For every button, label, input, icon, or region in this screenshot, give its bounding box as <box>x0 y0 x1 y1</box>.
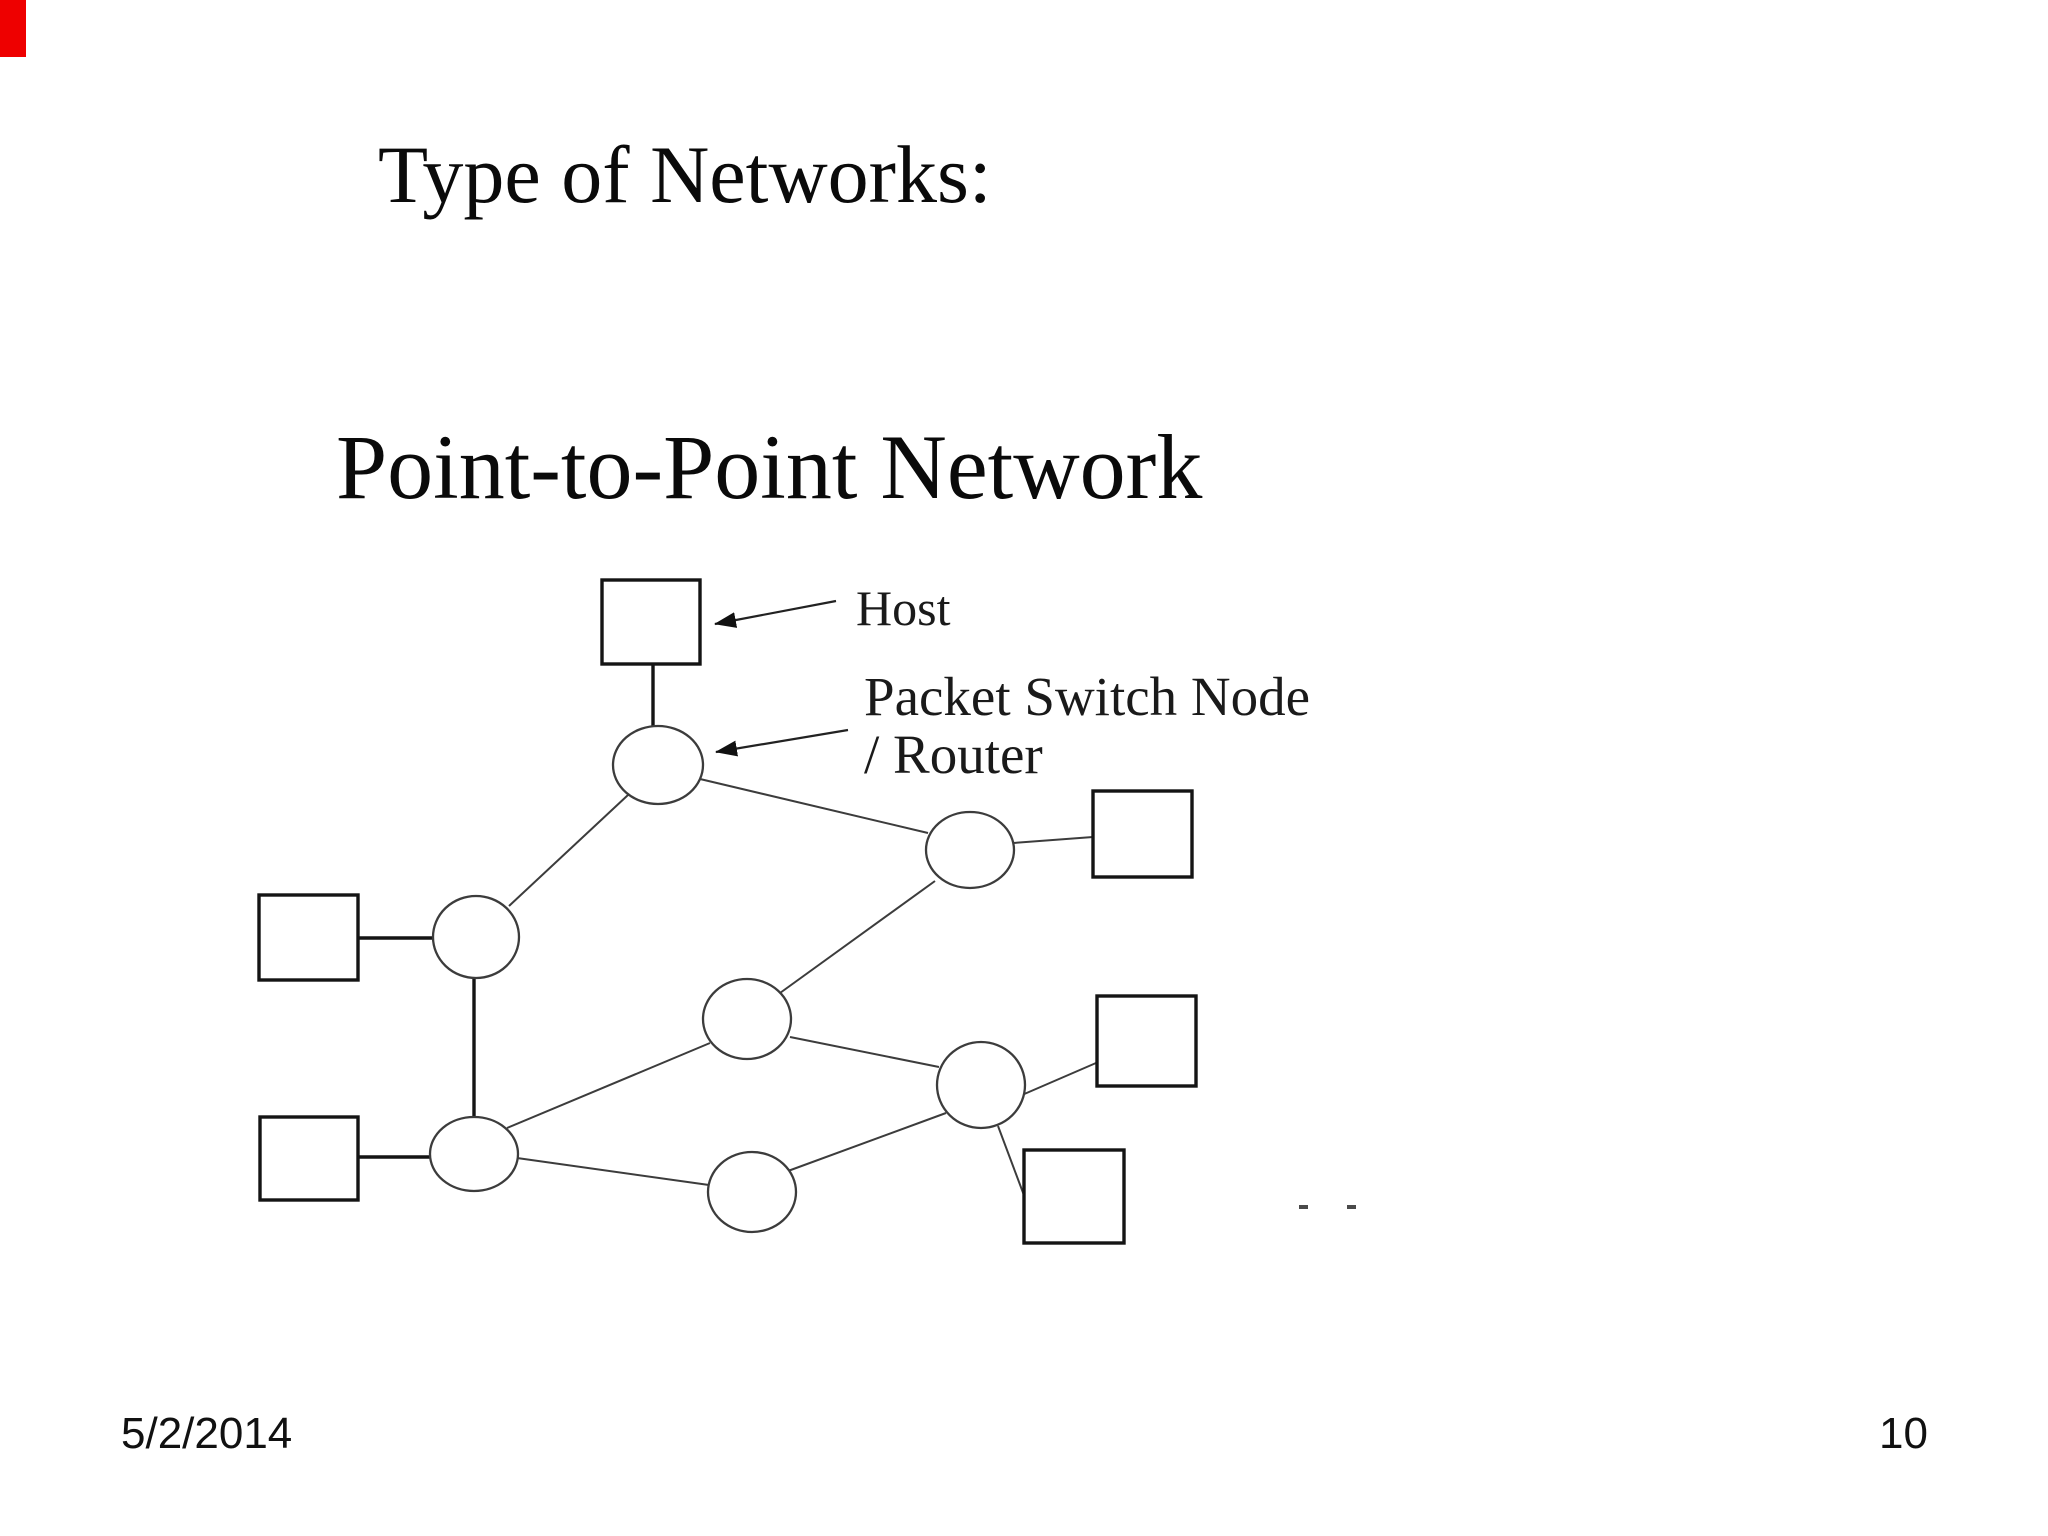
host-right-bottom-square <box>1022 1148 1126 1245</box>
router-left-circle <box>431 894 521 980</box>
label-arrows <box>714 599 849 757</box>
packet-switch-label: Packet Switch Node / Router <box>864 668 1310 784</box>
stray-mark <box>1299 1205 1308 1209</box>
host-label: Host <box>856 580 951 636</box>
packet-switch-label-line1: Packet Switch Node <box>864 666 1311 727</box>
slide-title: Type of Networks: <box>378 129 992 220</box>
network-nodes <box>257 578 1198 1245</box>
page-number: 10 <box>1879 1409 1928 1458</box>
router-bottom-middle-circle <box>706 1150 798 1234</box>
accent-bar <box>0 0 26 57</box>
host-right-middle-square <box>1095 994 1198 1088</box>
router-right-circle <box>935 1040 1027 1130</box>
host-left-bottom-square <box>258 1115 360 1202</box>
link-router-top-router-upper-right <box>699 778 929 834</box>
link-router-center-router-bottom-left <box>506 1042 711 1129</box>
link-router-bottom-middle-router-right <box>787 1112 947 1172</box>
router-upper-right-circle <box>924 810 1016 890</box>
link-router-upper-right-router-center <box>779 880 936 994</box>
stray-mark <box>1347 1205 1356 1209</box>
stray-marks <box>1299 1205 1356 1209</box>
link-router-right-host-right-middle <box>1021 1062 1097 1096</box>
link-router-top-router-left <box>508 794 629 907</box>
footer-date: 5/2/2014 <box>121 1409 293 1458</box>
packet-switch-label-arrow <box>715 728 849 757</box>
diagram-heading: Point-to-Point Network <box>336 416 1203 518</box>
network-links <box>358 664 1097 1199</box>
router-center-circle <box>701 977 793 1061</box>
link-router-right-host-right-bottom <box>997 1125 1026 1199</box>
router-top-circle <box>611 724 705 806</box>
host-right-upper-square <box>1091 789 1194 879</box>
host-left-middle-square <box>257 893 360 982</box>
packet-switch-label-line2: / Router <box>864 723 1043 785</box>
host-top-square <box>600 578 702 666</box>
router-bottom-left-circle <box>428 1115 520 1193</box>
link-router-center-router-right <box>789 1036 940 1068</box>
link-router-upper-right-host-right-upper <box>1012 836 1094 844</box>
link-router-bottom-left-router-bottom-middle <box>516 1157 710 1186</box>
host-label-arrow <box>714 599 837 628</box>
